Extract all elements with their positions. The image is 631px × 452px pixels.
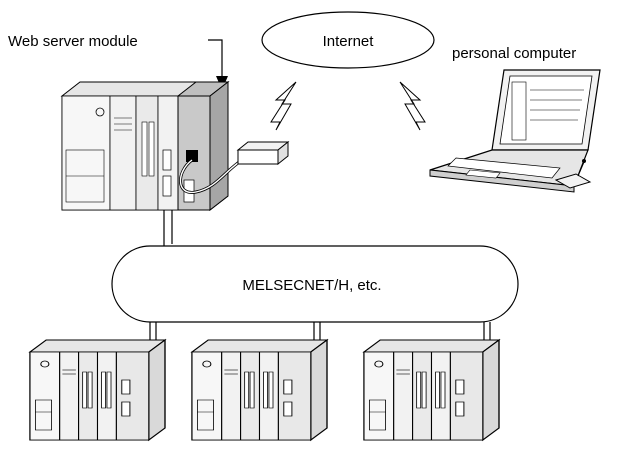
plc-station-3: [363, 339, 500, 441]
mobile-card-icon: [554, 159, 592, 189]
internet-label: Internet: [323, 33, 375, 50]
wireless-signal-icon-2: [399, 81, 426, 131]
personal-computer-icon: [429, 69, 601, 193]
web-server-module-label: Web server module: [8, 33, 138, 50]
plc-station-2: [191, 339, 328, 441]
wireless-signal-icon: [270, 81, 297, 131]
internet-cloud: [261, 11, 435, 69]
modem-device: [236, 140, 290, 166]
plc-station-1: [29, 339, 166, 441]
personal-computer-label: personal computer: [452, 45, 576, 62]
web-server-pointer-line: [208, 39, 223, 82]
network-bus: [111, 245, 519, 323]
network-label: MELSECNET/H, etc.: [242, 277, 381, 294]
main-plc-rack: [60, 80, 230, 212]
